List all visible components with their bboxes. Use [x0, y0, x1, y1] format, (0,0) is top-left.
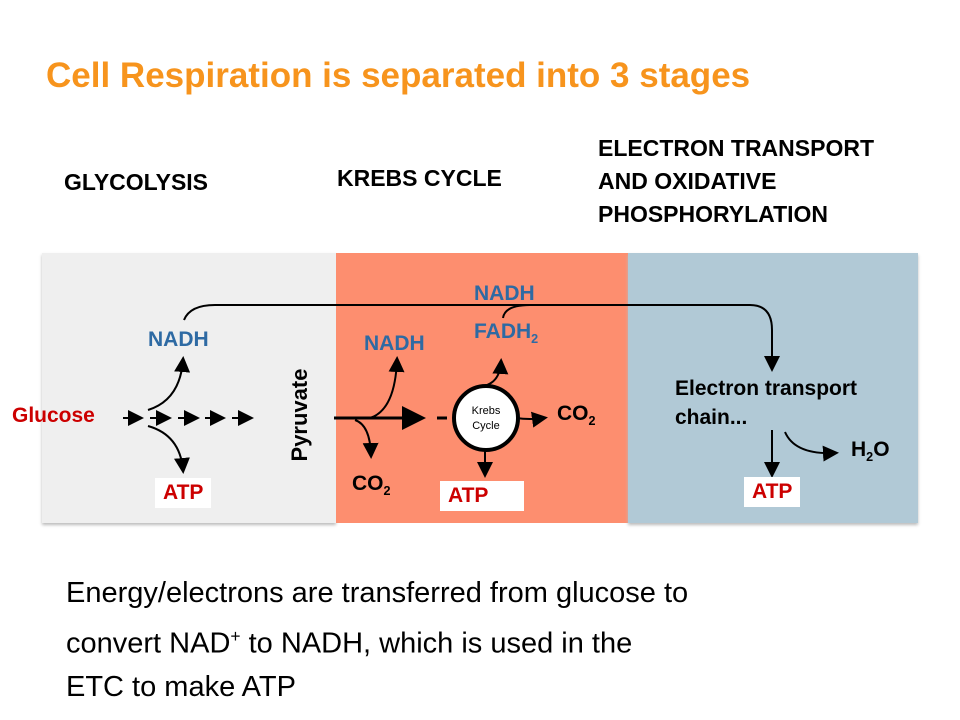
summary-part: to NADH, which is used in the [240, 627, 633, 660]
summary-part: convert NAD [66, 627, 231, 660]
pyruvate-label: Pyruvate [287, 368, 312, 462]
co2-right-label: CO2 [557, 402, 596, 428]
stage-glycolysis-heading: GLYCOLYSIS [64, 169, 209, 195]
atp-etc-label: ATP [744, 477, 801, 507]
h2o-o: O [873, 438, 890, 461]
krebs-cycle-label: Krebs Cycle [456, 404, 516, 434]
fadh-subscript: 2 [531, 332, 539, 347]
h2o-h: H [851, 438, 867, 461]
atp-krebs-label: ATP [440, 481, 524, 511]
co2-subscript: 2 [588, 414, 596, 429]
etc-line: chain... [675, 406, 748, 429]
h2o-label: H2O [851, 438, 890, 464]
etc-heading-line: AND OXIDATIVE [598, 168, 777, 194]
krebs-cycle-circle [452, 384, 520, 452]
etc-label: Electron transport chain... [675, 374, 857, 432]
etc-heading-line: ELECTRON TRANSPORT [598, 135, 874, 161]
co2-subscript: 2 [383, 484, 391, 499]
summary-sup: + [230, 626, 241, 646]
krebs-line: Cycle [472, 420, 500, 432]
krebs-line: Krebs [471, 405, 501, 417]
summary-line: convert NAD+ to NADH, which is used in t… [66, 615, 688, 666]
stage-krebs-heading: KREBS CYCLE [337, 165, 502, 191]
summary-line: ETC to make ATP [66, 670, 296, 703]
nadh-glycolysis-label: NADH [148, 328, 209, 351]
etc-line: Electron transport [675, 377, 858, 400]
co2-text: CO [557, 402, 589, 425]
co2-text: CO [352, 472, 384, 495]
summary-line: Energy/electrons are transferred from gl… [66, 577, 689, 609]
stage-etc-heading: ELECTRON TRANSPORT AND OXIDATIVE PHOSPHO… [598, 132, 874, 231]
summary-text: Energy/electrons are transferred from gl… [66, 572, 688, 709]
fadh2-label: FADH2 [474, 320, 538, 346]
h2o-subscript: 2 [866, 450, 874, 465]
nadh-top-label: NADH [474, 282, 535, 305]
slide-title: Cell Respiration is separated into 3 sta… [46, 56, 751, 95]
fadh-text: FADH [474, 320, 532, 343]
etc-heading-line: PHOSPHORYLATION [598, 201, 829, 227]
atp-glycolysis-label: ATP [155, 478, 212, 508]
nadh-krebs-label: NADH [364, 332, 425, 355]
glucose-label: Glucose [12, 404, 95, 427]
co2-left-label: CO2 [352, 472, 391, 498]
